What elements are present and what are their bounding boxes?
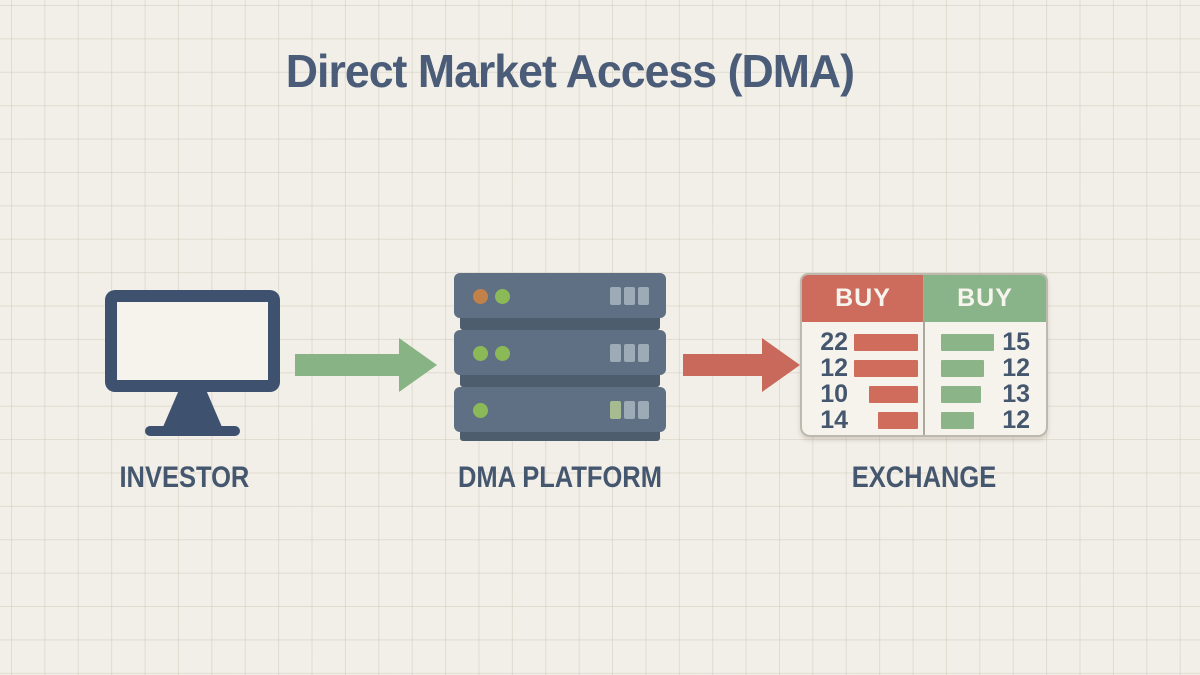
order-quantity: 12 (1002, 353, 1030, 382)
diagram-title: Direct Market Access (DMA) (0, 44, 1140, 98)
investor-label: INVESTOR (119, 461, 249, 494)
orderbook-row: 12 (924, 405, 1046, 434)
orderbook-row: 10 (802, 379, 924, 408)
server-body-icon (454, 273, 666, 318)
orderbook-row: 13 (924, 379, 1046, 408)
order-quantity: 10 (820, 379, 848, 408)
vent-slot-icon (624, 287, 635, 305)
monitor-icon (105, 290, 280, 392)
orderbook-right-rows: 15 12 13 12 (924, 327, 1046, 434)
server-base-icon (460, 372, 660, 387)
vent-slot-icon (638, 287, 649, 305)
order-bar (854, 359, 918, 377)
order-bar (854, 333, 918, 351)
order-bar (878, 411, 918, 429)
vent-slot-icon (610, 401, 621, 419)
order-quantity: 13 (1002, 379, 1030, 408)
orderbook-left-rows: 22 12 10 14 (802, 327, 924, 434)
monitor-base-icon (145, 426, 240, 436)
order-quantity: 12 (1002, 405, 1030, 434)
led-green-icon (473, 403, 488, 418)
exchange-label: EXCHANGE (851, 461, 997, 494)
vent-slot-icon (638, 344, 649, 362)
server-unit-3 (454, 387, 666, 447)
led-green-icon (495, 346, 510, 361)
led-green-icon (473, 346, 488, 361)
server-unit-1 (454, 273, 666, 333)
flow-arrow-dma-to-exchange-icon (683, 338, 800, 392)
order-bar (941, 411, 974, 429)
dma-platform-label: DMA PLATFORM (458, 461, 662, 494)
led-green-icon (495, 289, 510, 304)
server-unit-2 (454, 330, 666, 390)
order-bar (941, 333, 994, 351)
order-bar (869, 385, 918, 403)
order-quantity: 15 (1002, 327, 1030, 356)
diagram-title-text: Direct Market Access (DMA) (285, 45, 855, 97)
orderbook-row: 14 (802, 405, 924, 434)
order-bar (941, 385, 981, 403)
order-quantity: 12 (820, 353, 848, 382)
vent-slot-icon (624, 344, 635, 362)
orderbook-row: 12 (802, 353, 924, 382)
order-quantity: 22 (820, 327, 848, 356)
exchange-orderbook: BUY 22 12 10 14 BUY 15 (800, 273, 1048, 437)
orderbook-divider (923, 275, 925, 435)
orderbook-right-column: BUY 15 12 13 12 (924, 275, 1046, 435)
investor-node (105, 290, 280, 436)
server-base-icon (460, 315, 660, 330)
orderbook-row: 22 (802, 327, 924, 356)
orderbook-left-column: BUY 22 12 10 14 (802, 275, 924, 435)
led-orange-icon (473, 289, 488, 304)
dma-platform-node (454, 273, 666, 441)
flow-arrow-investor-to-dma-icon (295, 338, 437, 392)
vent-slot-icon (624, 401, 635, 419)
vent-slot-icon (638, 401, 649, 419)
server-body-icon (454, 330, 666, 375)
server-base-icon (460, 429, 660, 441)
vent-slot-icon (610, 344, 621, 362)
order-bar (941, 359, 984, 377)
vent-slot-icon (610, 287, 621, 305)
orderbook-row: 12 (924, 353, 1046, 382)
server-body-icon (454, 387, 666, 432)
orderbook-row: 15 (924, 327, 1046, 356)
orderbook-left-header: BUY (802, 275, 924, 322)
orderbook-right-header: BUY (924, 275, 1046, 322)
monitor-stand-icon (163, 390, 222, 427)
order-quantity: 14 (820, 405, 848, 434)
